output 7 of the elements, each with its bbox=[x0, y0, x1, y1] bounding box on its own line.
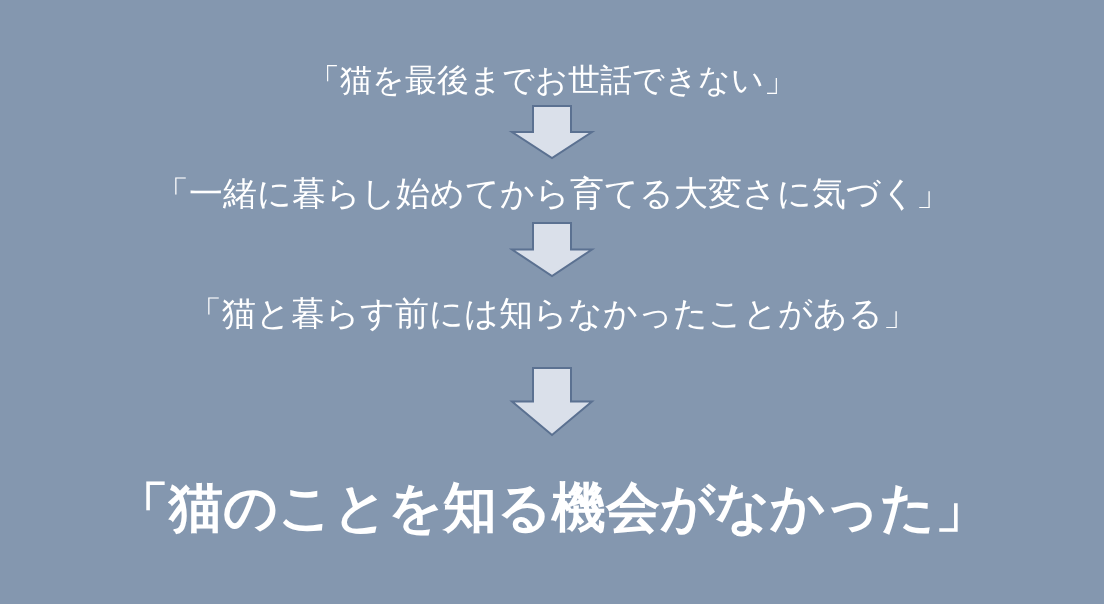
statement-text: 「一緒に暮らし始めてから育てる大変さに気づく」 bbox=[154, 158, 950, 223]
statement-text: 「猫を最後までお世話できない」 bbox=[308, 56, 796, 106]
conclusion-text: 「猫のことを知る機会がなかった」 bbox=[115, 435, 989, 580]
block-arrow bbox=[508, 222, 596, 278]
block-arrow bbox=[508, 105, 596, 160]
block-arrow bbox=[509, 367, 595, 437]
statement-text: 「猫と暮らす前には知らなかったことがある」 bbox=[187, 276, 917, 368]
